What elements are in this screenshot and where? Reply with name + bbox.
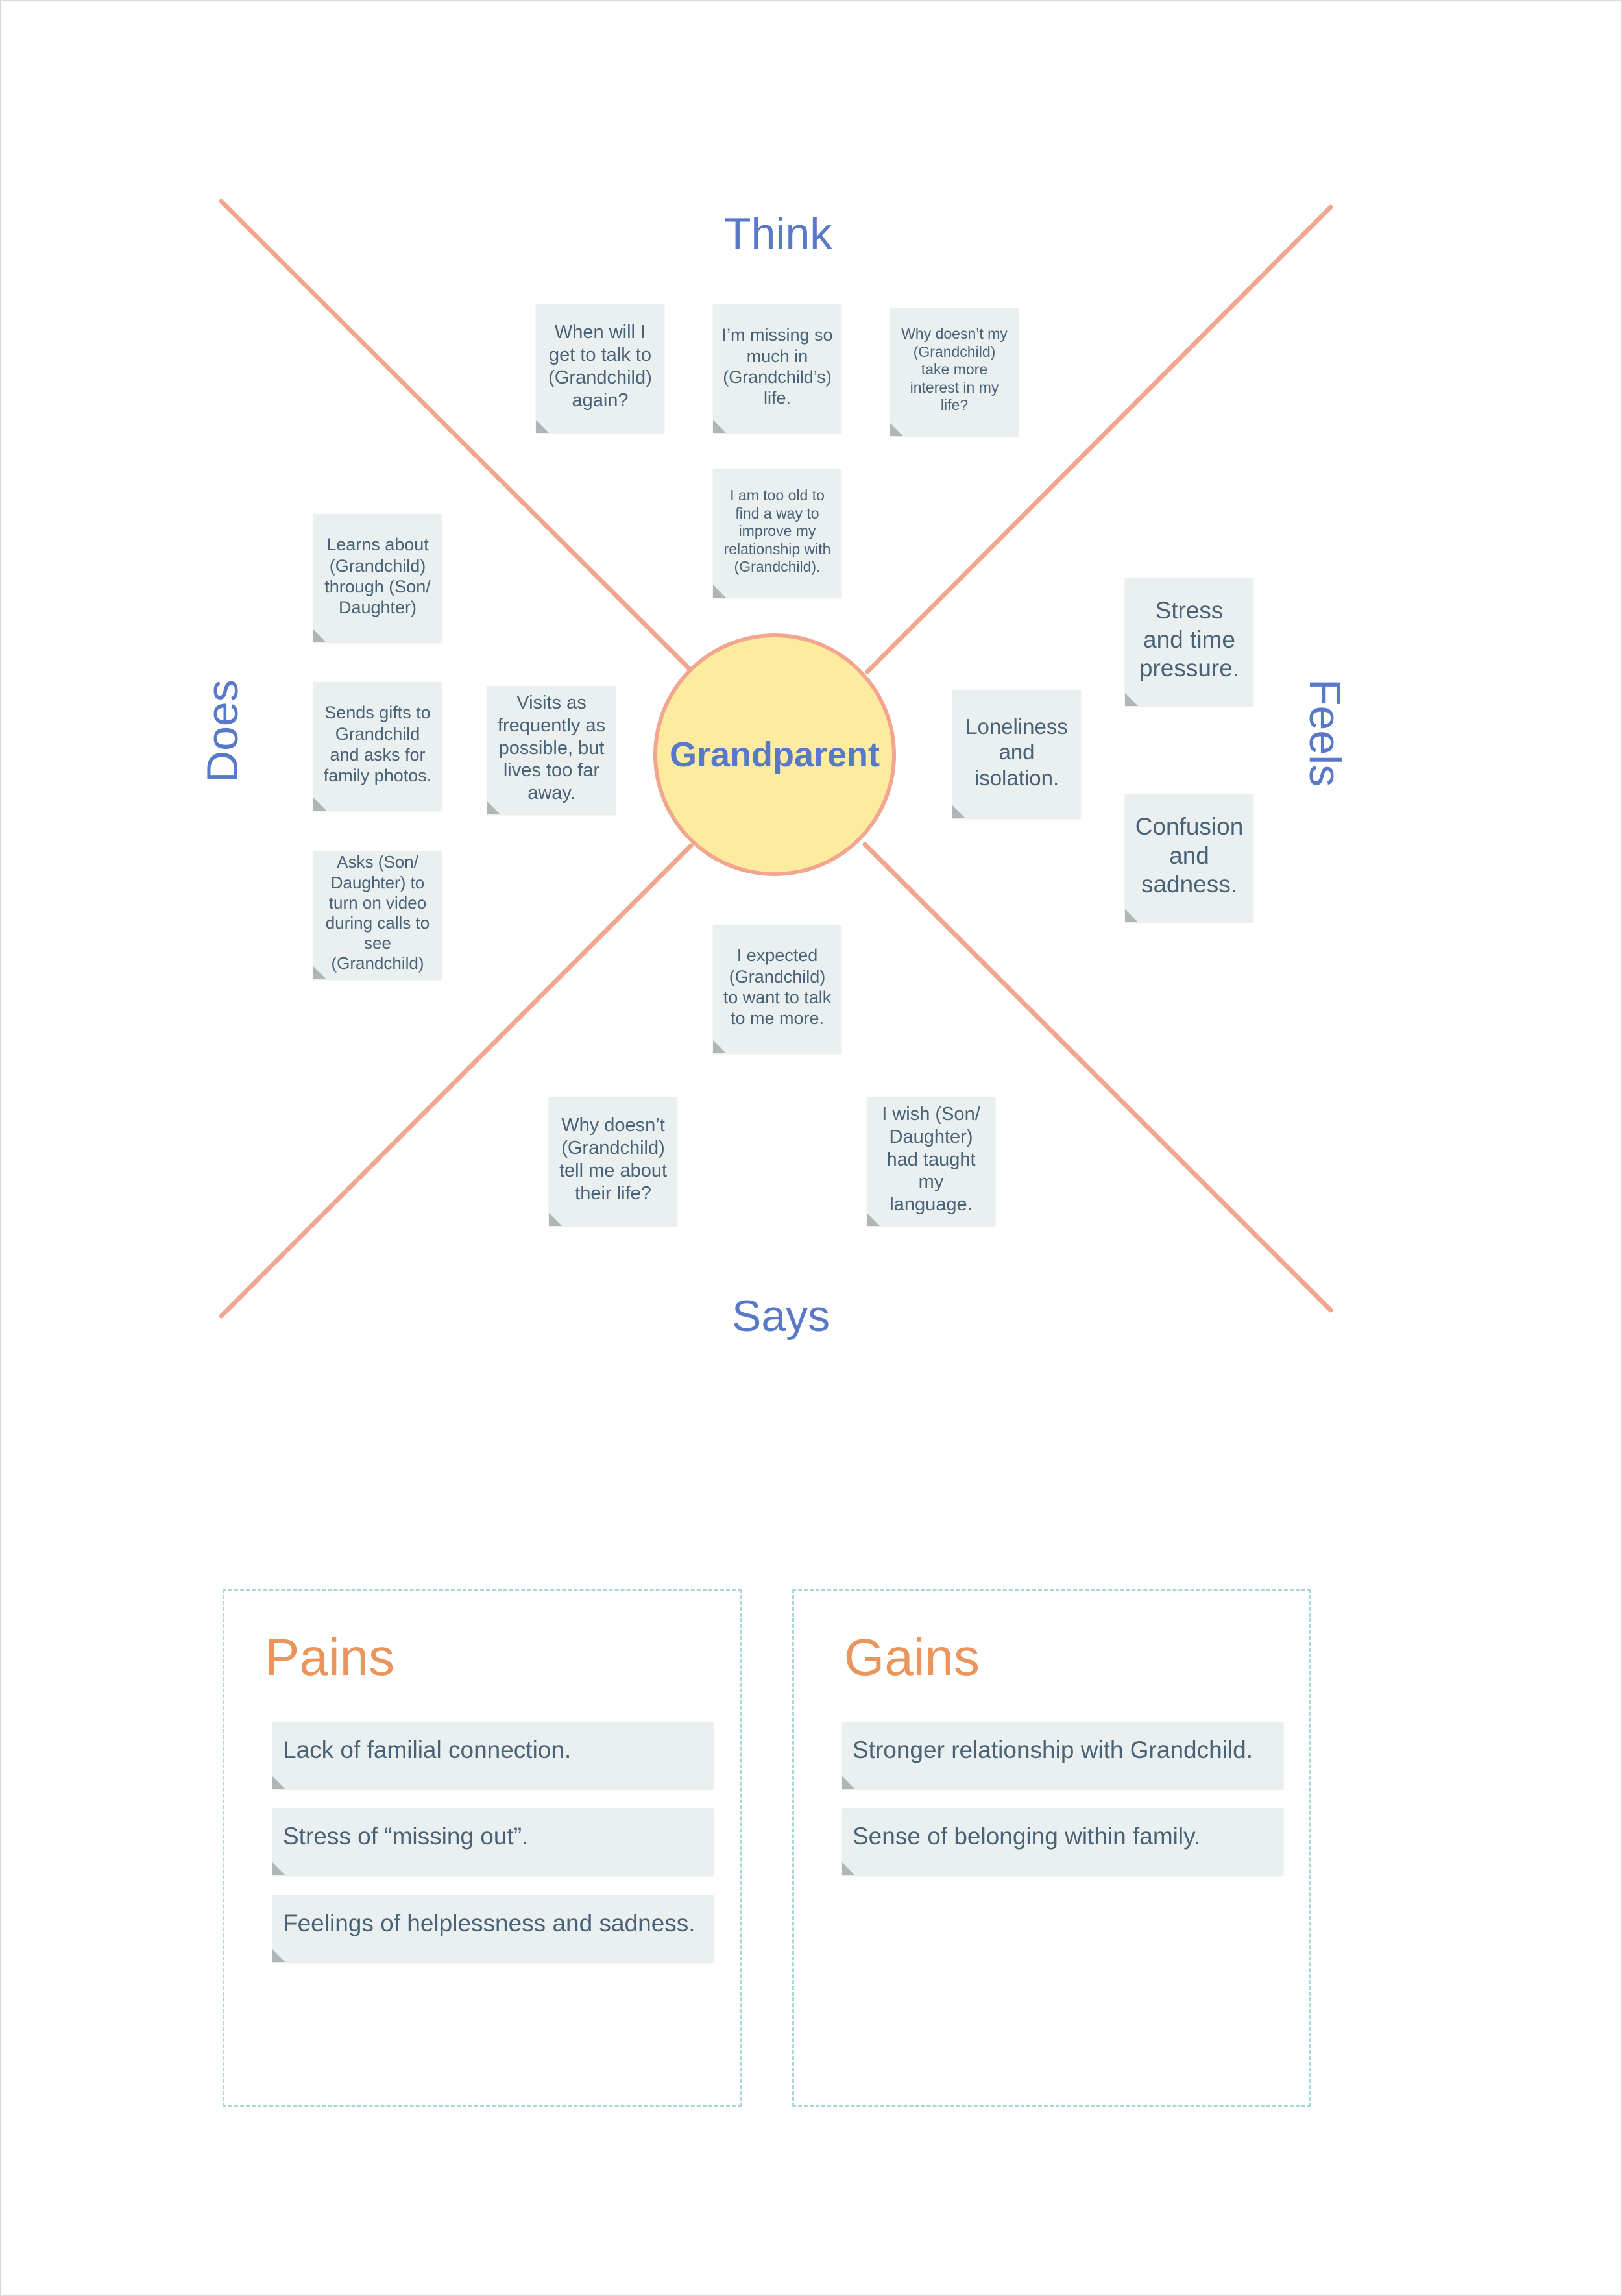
feels-heading: Feels xyxy=(1300,679,1350,787)
sticky-note-says[interactable]: I expected (Grandchild) to want to talk … xyxy=(713,925,841,1053)
sticky-note-feels[interactable]: Loneliness and isolation. xyxy=(952,690,1081,818)
pain-item[interactable]: Feelings of helplessness and sadness. xyxy=(272,1895,714,1962)
persona-circle[interactable]: Grandparent xyxy=(653,633,896,876)
note-text: Why doesn’t (Grandchild) tell me about t… xyxy=(559,1115,668,1204)
note-text: Learns about (Grandchild) through (Son/ … xyxy=(324,535,431,618)
gains-title: Gains xyxy=(844,1628,980,1686)
pains-title: Pains xyxy=(265,1628,395,1686)
gain-item[interactable]: Stronger relationship with Grandchild. xyxy=(842,1722,1283,1789)
pains-panel: Pains Lack of familial connection. Stres… xyxy=(223,1589,742,2107)
sticky-note-think[interactable]: I am too old to find a way to improve my… xyxy=(713,469,841,598)
note-text: Sends gifts to Grandchild and asks for f… xyxy=(323,703,432,786)
sticky-note-think[interactable]: Why doesn’t my (Grandchild) take more in… xyxy=(890,308,1019,436)
sticky-note-feels[interactable]: Stress and time pressure. xyxy=(1125,578,1253,706)
note-text: I’m missing so much in (Grandchild’s) li… xyxy=(721,325,833,408)
sticky-note-does[interactable]: Visits as frequently as possible, but li… xyxy=(487,686,616,814)
persona-label: Grandparent xyxy=(669,735,880,774)
gain-item[interactable]: Sense of belonging within family. xyxy=(842,1808,1283,1875)
says-heading: Says xyxy=(732,1291,830,1341)
note-text: I wish (Son/ Daughter) had taught my lan… xyxy=(882,1104,980,1215)
sticky-note-feels[interactable]: Confusion and sadness. xyxy=(1125,794,1253,922)
sticky-note-says[interactable]: I wish (Son/ Daughter) had taught my lan… xyxy=(867,1097,995,1226)
note-text: Confusion and sadness. xyxy=(1135,813,1244,898)
sticky-note-does[interactable]: Asks (Son/ Daughter) to turn on video du… xyxy=(313,851,442,979)
note-text: Why doesn’t my (Grandchild) take more in… xyxy=(901,325,1008,414)
sticky-note-think[interactable]: When will I get to talk to (Grandchild) … xyxy=(536,304,664,433)
sticky-note-think[interactable]: I’m missing so much in (Grandchild’s) li… xyxy=(713,304,841,433)
sticky-note-does[interactable]: Sends gifts to Grandchild and asks for f… xyxy=(313,682,442,811)
note-text: Loneliness and isolation. xyxy=(965,714,1068,790)
diagonal-line-top-left xyxy=(219,199,694,673)
note-text: When will I get to talk to (Grandchild) … xyxy=(548,322,652,411)
gains-panel: Gains Stronger relationship with Grandch… xyxy=(792,1589,1311,2107)
diagonal-line-bottom-right xyxy=(862,842,1333,1313)
diagonal-line-bottom-left xyxy=(219,843,694,1319)
note-text: I expected (Grandchild) to want to talk … xyxy=(723,946,832,1029)
does-heading: Does xyxy=(198,679,247,783)
sticky-note-says[interactable]: Why doesn’t (Grandchild) tell me about t… xyxy=(549,1097,677,1226)
note-text: Visits as frequently as possible, but li… xyxy=(497,692,606,804)
note-text: Asks (Son/ Daughter) to turn on video du… xyxy=(325,852,430,973)
note-text: I am too old to find a way to improve my… xyxy=(723,487,831,576)
pain-item[interactable]: Lack of familial connection. xyxy=(272,1722,714,1789)
pain-item[interactable]: Stress of “missing out”. xyxy=(272,1808,714,1875)
note-text: Stress and time pressure. xyxy=(1139,597,1240,682)
think-heading: Think xyxy=(724,209,832,258)
diagonal-line-top-right xyxy=(865,204,1333,674)
sticky-note-does[interactable]: Learns about (Grandchild) through (Son/ … xyxy=(313,514,442,642)
